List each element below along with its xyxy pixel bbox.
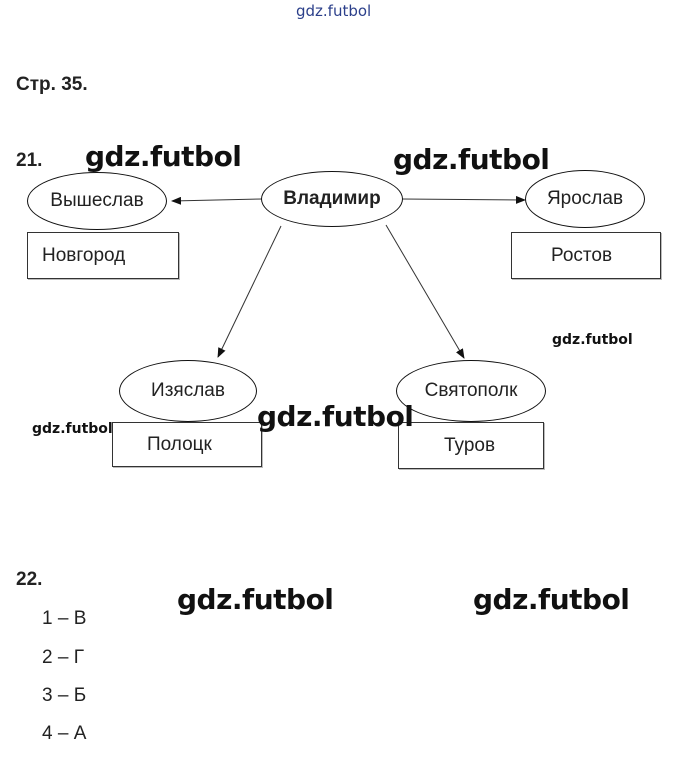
node-vladimir: Владимир: [261, 171, 403, 227]
page-reference: Стр. 35.: [16, 74, 88, 95]
city-rostov: Ростов: [511, 232, 661, 279]
watermark-small-1: gdz.futbol: [552, 332, 633, 348]
city-polotsk: Полоцк: [112, 422, 262, 467]
watermark-4: gdz.futbol: [177, 583, 334, 616]
watermark-top: gdz.futbol: [296, 2, 372, 20]
city-turov: Туров: [398, 422, 544, 469]
node-vysheslav: Вышеслав: [27, 172, 167, 230]
task-22-number: 22.: [16, 569, 43, 590]
watermark-2: gdz.futbol: [393, 143, 550, 176]
answer-4: 4 – А: [42, 723, 87, 744]
node-svyatopolk: Святополк: [396, 360, 546, 422]
watermark-small-2: gdz.futbol: [32, 421, 113, 437]
node-izyaslav: Изяслав: [119, 360, 257, 422]
answer-2: 2 – Г: [42, 647, 84, 668]
city-novgorod: Новгород: [27, 232, 179, 279]
arrow-to-svyatopolk: [385, 224, 465, 359]
watermark-1: gdz.futbol: [85, 140, 242, 173]
arrow-to-izyaslav: [217, 225, 282, 358]
task-21-number: 21.: [16, 150, 43, 171]
watermark-3: gdz.futbol: [257, 400, 414, 433]
node-yaroslav: Ярослав: [525, 170, 645, 228]
arrow-to-vysheslav: [171, 196, 263, 205]
answer-3: 3 – Б: [42, 685, 87, 706]
arrow-to-yaroslav: [401, 195, 526, 204]
answer-1: 1 – В: [42, 608, 87, 629]
watermark-5: gdz.futbol: [473, 583, 630, 616]
